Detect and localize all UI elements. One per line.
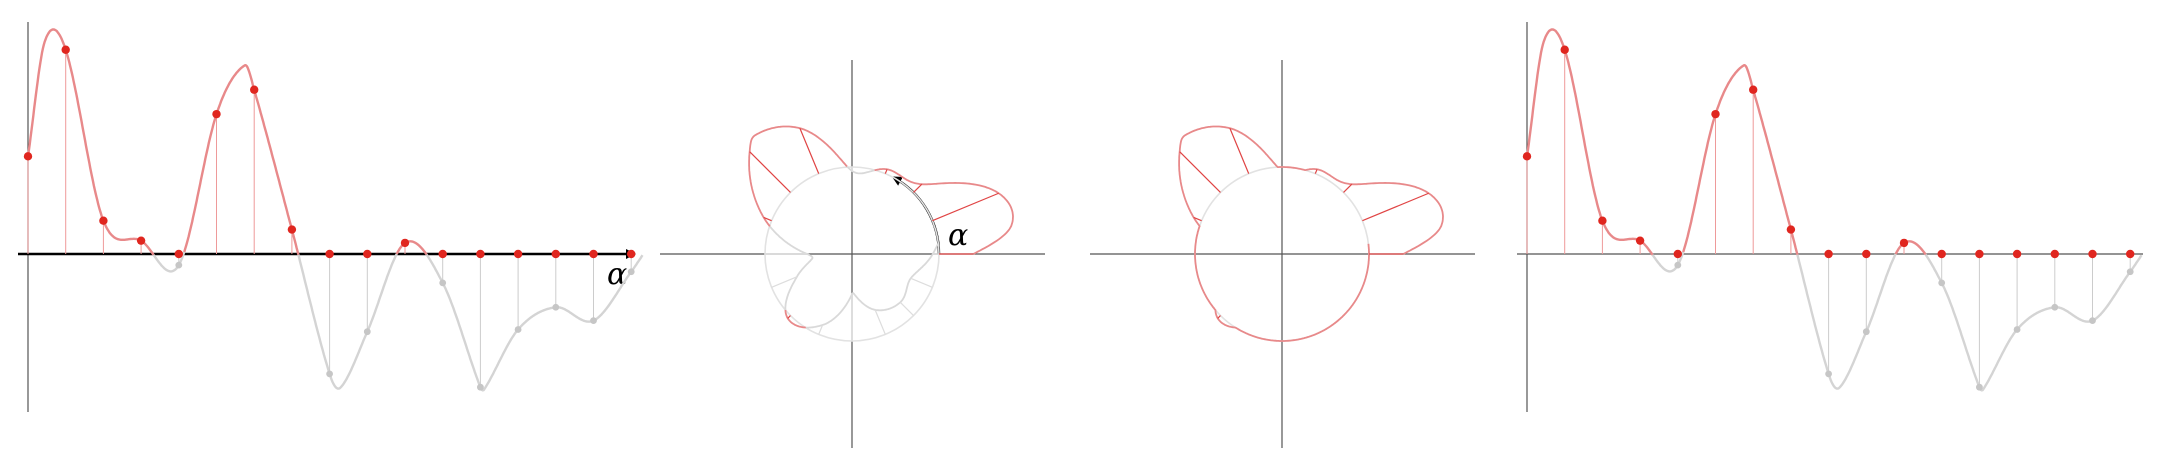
polar-spoke: [787, 315, 791, 319]
alpha-label: α: [948, 218, 968, 253]
panel-2-polar: α: [660, 60, 1045, 448]
sample-point: [1749, 85, 1758, 94]
sample-point-negative: [2089, 317, 2096, 324]
sample-point: [61, 45, 70, 54]
alpha-label: α: [607, 257, 627, 292]
sample-point-zero: [513, 249, 523, 259]
sample-point-zero: [476, 249, 485, 259]
panel-1-cartesian: α: [18, 22, 644, 412]
polar-spoke: [884, 169, 888, 174]
sample-point: [1899, 238, 1909, 248]
polar-spoke: [763, 216, 772, 222]
sample-point-zero: [1824, 249, 1833, 259]
polar-spoke-negative: [771, 276, 798, 288]
polar-spoke: [1343, 183, 1353, 193]
sample-point-negative: [2013, 326, 2021, 333]
polar-spoke: [1193, 216, 1202, 222]
sample-point-zero: [1975, 249, 1984, 259]
sample-point-negative: [477, 383, 484, 391]
polar-spoke: [932, 192, 999, 222]
sample-point: [23, 152, 33, 161]
polar-spoke-negative: [818, 324, 824, 335]
sample-point-zero: [1673, 249, 1683, 259]
sample-point-zero: [363, 249, 372, 259]
sample-point: [212, 109, 221, 119]
sample-point-zero: [551, 249, 560, 259]
sample-point-zero: [438, 249, 447, 259]
polar-spoke: [1362, 192, 1429, 222]
sample-point-negative: [1938, 279, 1946, 287]
polar-spoke: [1217, 315, 1221, 319]
sample-point: [400, 238, 410, 248]
sample-point-negative: [514, 326, 522, 333]
sample-point-zero: [174, 249, 183, 259]
sample-point-negative: [326, 370, 333, 378]
sample-point-zero: [1937, 249, 1946, 259]
sample-point-negative: [1862, 328, 1870, 336]
polar-spoke: [913, 183, 923, 193]
sample-point-zero: [589, 249, 598, 259]
sample-point-negative: [1976, 383, 1983, 391]
polar-spoke: [1179, 151, 1221, 193]
sample-point-negative: [1825, 370, 1832, 378]
sample-point: [1522, 152, 1532, 161]
polar-spoke: [749, 151, 791, 193]
polar-spoke-negative: [874, 309, 886, 335]
polar-spoke-negative: [910, 277, 933, 288]
panel-4-cartesian-clipped: [1517, 22, 2143, 412]
sample-point-zero: [2088, 249, 2097, 259]
polar-spoke-negative: [899, 301, 914, 316]
sample-point-zero: [325, 249, 334, 259]
sample-point: [136, 236, 146, 245]
sample-point-negative: [2051, 303, 2059, 311]
negative-curve: [152, 251, 644, 392]
polar-signal-curve: [1178, 125, 1444, 342]
sample-point: [99, 216, 108, 225]
sample-point-zero: [2012, 249, 2022, 259]
polar-spoke: [799, 127, 820, 174]
sample-point-zero: [627, 249, 636, 259]
sample-point-negative: [1674, 261, 1682, 269]
polar-positive-curve: [748, 125, 1014, 329]
sample-point: [250, 85, 259, 94]
sample-point-negative: [175, 261, 183, 269]
positive-curve: [26, 28, 428, 256]
sample-point-zero: [2050, 249, 2059, 259]
sample-point: [1786, 225, 1796, 234]
sample-point: [287, 225, 297, 234]
sample-point: [1560, 45, 1569, 54]
negative-ghost-curve: [1651, 251, 2143, 392]
sample-point-zero: [2126, 249, 2135, 259]
sample-point: [1635, 236, 1645, 245]
sample-point-negative: [627, 268, 635, 276]
polar-spoke: [1314, 169, 1318, 174]
sample-point-zero: [1862, 249, 1871, 259]
polar-spoke: [1229, 127, 1250, 174]
sample-point: [1598, 216, 1607, 225]
sample-point-negative: [439, 279, 447, 287]
sample-point-negative: [552, 303, 560, 311]
panel-3-polar-clipped: [1090, 60, 1475, 448]
sample-point-negative: [2126, 268, 2134, 276]
sample-point: [1711, 109, 1720, 119]
sample-point-negative: [363, 328, 371, 336]
positive-curve: [1525, 28, 1927, 256]
sample-point-negative: [590, 317, 597, 324]
